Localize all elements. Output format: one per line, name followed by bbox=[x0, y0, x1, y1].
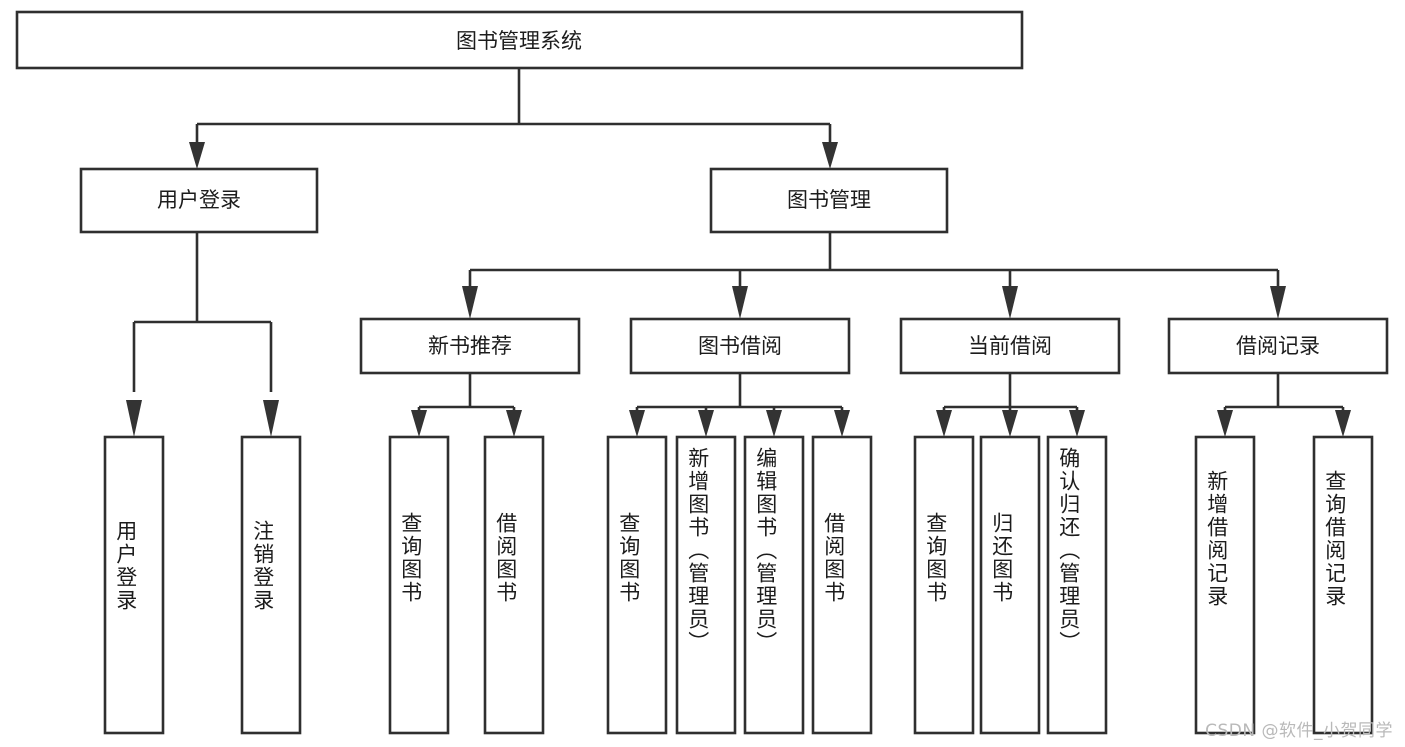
leaf-label-current-borrow-3: 确认归还（管理员） bbox=[1056, 447, 1081, 654]
arrowhead-bookborrow-leaf-4 bbox=[834, 410, 850, 437]
node-current-borrow-label: 当前借阅 bbox=[968, 334, 1052, 358]
arrowhead-to-book-borrow bbox=[732, 286, 748, 319]
node-root[interactable]: 图书管理系统 bbox=[15, 10, 1024, 70]
connector-group-borrow-record bbox=[1217, 373, 1351, 437]
node-current-borrow[interactable]: 当前借阅 bbox=[899, 317, 1121, 375]
connector-group-root bbox=[189, 68, 838, 169]
node-book-manage[interactable]: 图书管理 bbox=[709, 167, 949, 234]
node-new-book-recommend-label: 新书推荐 bbox=[428, 334, 512, 358]
leaf-box-new-book-1[interactable] bbox=[388, 435, 450, 735]
node-new-book-recommend[interactable]: 新书推荐 bbox=[359, 317, 581, 375]
leaf-label-borrow-record-2: 查询借阅记录 bbox=[1322, 470, 1347, 608]
node-book-borrow[interactable]: 图书借阅 bbox=[629, 317, 851, 375]
node-user-login-label: 用户登录 bbox=[157, 188, 241, 212]
leaf-box-group-user-login bbox=[103, 435, 302, 735]
node-book-borrow-box[interactable] bbox=[629, 317, 851, 375]
node-borrow-record-box[interactable] bbox=[1167, 317, 1389, 375]
leaf-box-group-current-borrow bbox=[913, 435, 1108, 735]
leaf-box-new-book-2[interactable] bbox=[483, 435, 545, 735]
node-book-borrow-label: 图书借阅 bbox=[698, 334, 782, 358]
leaf-label-book-borrow-4: 借阅图书 bbox=[821, 512, 846, 604]
leaf-box-borrow-record-1[interactable] bbox=[1194, 435, 1256, 735]
arrowhead-newbook-leaf-2 bbox=[506, 410, 522, 437]
leaf-box-user-login-1[interactable] bbox=[103, 435, 165, 735]
leaf-label-current-borrow-2: 归还图书 bbox=[989, 512, 1014, 604]
node-book-manage-label: 图书管理 bbox=[787, 188, 871, 212]
node-book-manage-box[interactable] bbox=[709, 167, 949, 234]
leaf-label-borrow-record-1: 新增借阅记录 bbox=[1204, 470, 1229, 608]
arrowhead-bookborrow-leaf-1 bbox=[629, 410, 645, 437]
arrowhead-record-leaf-1 bbox=[1217, 410, 1233, 437]
leaf-label-new-book-2: 借阅图书 bbox=[493, 512, 518, 604]
node-borrow-record[interactable]: 借阅记录 bbox=[1167, 317, 1389, 375]
node-root-label: 图书管理系统 bbox=[456, 29, 582, 53]
arrowhead-record-leaf-2 bbox=[1335, 410, 1351, 437]
arrowhead-bookborrow-leaf-3 bbox=[766, 410, 782, 437]
leaf-box-book-borrow-2[interactable] bbox=[675, 435, 737, 735]
arrowhead-to-current-borrow bbox=[1002, 286, 1018, 319]
leaf-box-borrow-record-2[interactable] bbox=[1312, 435, 1374, 735]
leaf-label-book-borrow-3: 编辑图书（管理员） bbox=[753, 447, 778, 654]
leaf-box-book-borrow-4[interactable] bbox=[811, 435, 873, 735]
leaf-box-book-borrow-1[interactable] bbox=[606, 435, 668, 735]
leaf-label-new-book-1: 查询图书 bbox=[398, 512, 423, 604]
node-new-book-recommend-box[interactable] bbox=[359, 317, 581, 375]
connector-group-new-book bbox=[411, 373, 522, 437]
leaf-label-current-borrow-1: 查询图书 bbox=[923, 512, 948, 604]
leaf-box-current-borrow-2[interactable] bbox=[979, 435, 1041, 735]
arrowhead-to-new-book bbox=[462, 286, 478, 319]
leaf-box-group-new-book bbox=[388, 435, 545, 735]
node-user-login-box[interactable] bbox=[79, 167, 319, 234]
arrowhead-current-leaf-2 bbox=[1002, 410, 1018, 437]
arrowhead-user-leaf-1 bbox=[126, 400, 142, 437]
leaf-label-user-login-1: 用户登录 bbox=[113, 520, 138, 612]
leaf-box-current-borrow-3[interactable] bbox=[1046, 435, 1108, 735]
watermark-text: CSDN @软件_小贺同学 bbox=[1205, 721, 1393, 741]
arrowhead-bookborrow-leaf-2 bbox=[698, 410, 714, 437]
arrowhead-newbook-leaf-1 bbox=[411, 410, 427, 437]
leaf-label-user-login-2: 注销登录 bbox=[250, 520, 275, 612]
connector-group-book-borrow bbox=[629, 373, 850, 437]
connector-group-user-login bbox=[126, 232, 279, 437]
node-borrow-record-label: 借阅记录 bbox=[1236, 334, 1320, 358]
node-root-box[interactable] bbox=[15, 10, 1024, 70]
arrowhead-root-to-book bbox=[822, 142, 838, 169]
arrowhead-current-leaf-3 bbox=[1069, 410, 1085, 437]
leaf-box-group-book-borrow bbox=[606, 435, 873, 735]
arrowhead-user-leaf-2 bbox=[263, 400, 279, 437]
leaf-box-user-login-2[interactable] bbox=[240, 435, 302, 735]
leaf-box-current-borrow-1[interactable] bbox=[913, 435, 975, 735]
connector-group-current-borrow bbox=[936, 373, 1085, 437]
node-current-borrow-box[interactable] bbox=[899, 317, 1121, 375]
node-user-login[interactable]: 用户登录 bbox=[79, 167, 319, 234]
connector-group-book-manage bbox=[462, 232, 1286, 319]
leaf-label-book-borrow-1: 查询图书 bbox=[616, 512, 641, 604]
arrowhead-root-to-user bbox=[189, 142, 205, 169]
arrowhead-to-borrow-record bbox=[1270, 286, 1286, 319]
arrowhead-current-leaf-1 bbox=[936, 410, 952, 437]
leaf-box-book-borrow-3[interactable] bbox=[743, 435, 805, 735]
leaf-box-group-borrow-record bbox=[1194, 435, 1374, 735]
leaf-label-book-borrow-2: 新增图书（管理员） bbox=[685, 447, 710, 654]
